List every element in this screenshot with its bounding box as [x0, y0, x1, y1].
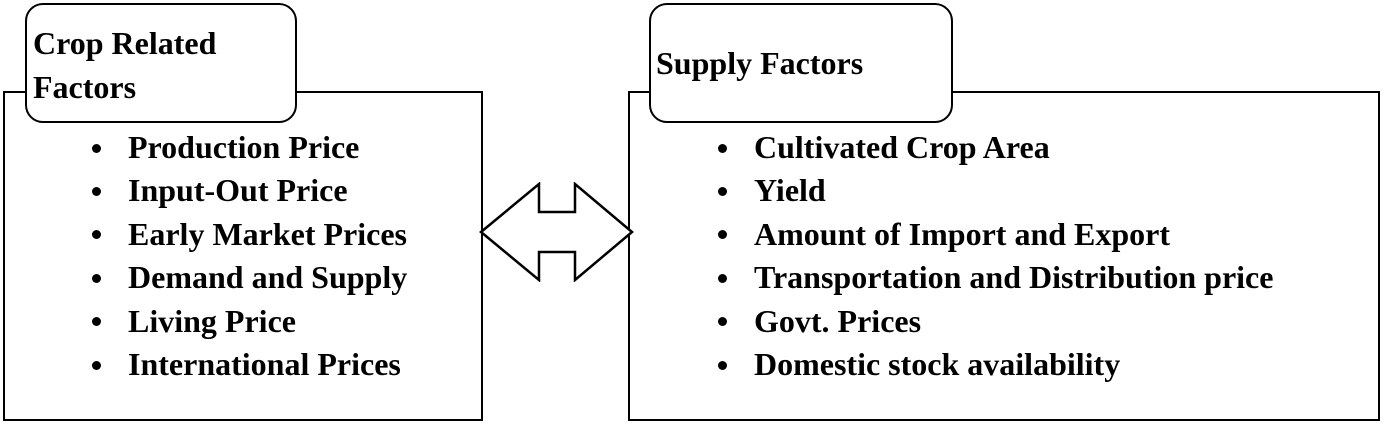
bullet-icon — [718, 143, 727, 153]
double-headed-arrow-icon — [479, 182, 634, 282]
bullet-icon — [718, 317, 727, 327]
crop-related-factors-title: Crop Related Factors — [25, 3, 297, 123]
bullet-icon — [718, 360, 727, 370]
supply-factors-box — [628, 91, 1380, 421]
crop-related-factors-box — [3, 91, 483, 421]
bullet-icon — [718, 273, 727, 283]
supply-factors-title: Supply Factors — [649, 3, 953, 123]
list-item: Domestic stock availability — [718, 343, 1273, 386]
bullet-icon — [92, 143, 101, 153]
crop-related-factors-list: Production Price Input-Out Price Early M… — [92, 126, 407, 386]
list-item: International Prices — [92, 343, 407, 386]
list-item: Living Price — [92, 300, 407, 343]
bullet-icon — [92, 360, 101, 370]
list-item: Govt. Prices — [718, 300, 1273, 343]
list-item: Yield — [718, 169, 1273, 212]
list-item: Cultivated Crop Area — [718, 126, 1273, 169]
bullet-icon — [718, 230, 727, 240]
bullet-icon — [92, 317, 101, 327]
list-item: Input-Out Price — [92, 169, 407, 212]
list-item: Early Market Prices — [92, 213, 407, 256]
bullet-icon — [92, 273, 101, 283]
list-item: Amount of Import and Export — [718, 213, 1273, 256]
bullet-icon — [718, 187, 727, 197]
list-item: Transportation and Distribution price — [718, 256, 1273, 299]
list-item: Demand and Supply — [92, 256, 407, 299]
supply-factors-list: Cultivated Crop Area Yield Amount of Imp… — [718, 126, 1273, 386]
list-item: Production Price — [92, 126, 407, 169]
bullet-icon — [92, 187, 101, 197]
bullet-icon — [92, 230, 101, 240]
